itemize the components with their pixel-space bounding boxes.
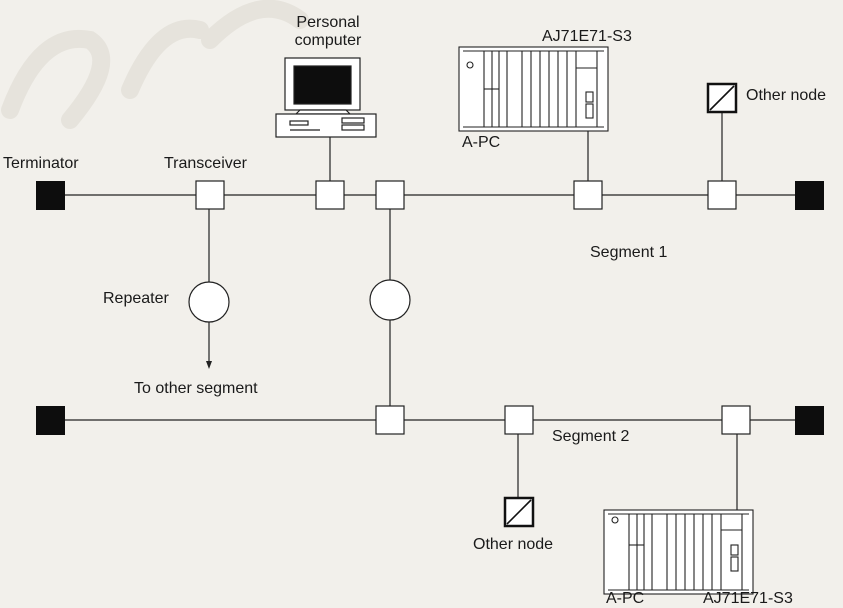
personal-computer-label: Personal computer <box>294 14 362 50</box>
plc-rack-bottom-icon <box>603 509 754 595</box>
repeater-left <box>188 281 230 323</box>
other-node-label-bottom: Other node <box>473 536 554 553</box>
other-node-bottom-icon <box>503 496 535 528</box>
apc-label-top: A-PC <box>462 134 501 151</box>
transceiver-s2-3 <box>721 405 751 435</box>
personal-computer-icon <box>275 57 377 138</box>
terminator-s1-right <box>795 181 824 210</box>
repeater-middle <box>369 279 411 321</box>
terminator-label: Terminator <box>3 155 79 172</box>
transceiver-s1-3 <box>375 180 405 210</box>
transceiver-s1-1 <box>195 180 225 210</box>
other-node-label-top: Other node <box>746 87 827 104</box>
terminator-s1-left <box>36 181 65 210</box>
transceiver-s1-2 <box>315 180 345 210</box>
arrow-down-icon <box>206 361 212 369</box>
apc-label-bottom: A-PC <box>606 590 645 607</box>
segment1-label: Segment 1 <box>590 244 668 261</box>
transceiver-s2-2 <box>504 405 534 435</box>
transceiver-s1-4 <box>573 180 603 210</box>
plc-rack-top-icon <box>458 46 609 132</box>
transceiver-s2-1 <box>375 405 405 435</box>
terminator-s2-right <box>795 406 824 435</box>
terminator-s2-left <box>36 406 65 435</box>
plc-model-label-bottom: AJ71E71-S3 <box>703 590 793 607</box>
watermark <box>1 0 309 129</box>
plc-model-label-top: AJ71E71-S3 <box>542 28 632 45</box>
transceiver-s1-5 <box>707 180 737 210</box>
transceiver-label: Transceiver <box>164 155 247 172</box>
repeater-label: Repeater <box>103 290 169 307</box>
other-node-top-icon <box>706 82 738 114</box>
segment2-label: Segment 2 <box>552 428 630 445</box>
to-other-segment-label: To other segment <box>134 380 258 397</box>
